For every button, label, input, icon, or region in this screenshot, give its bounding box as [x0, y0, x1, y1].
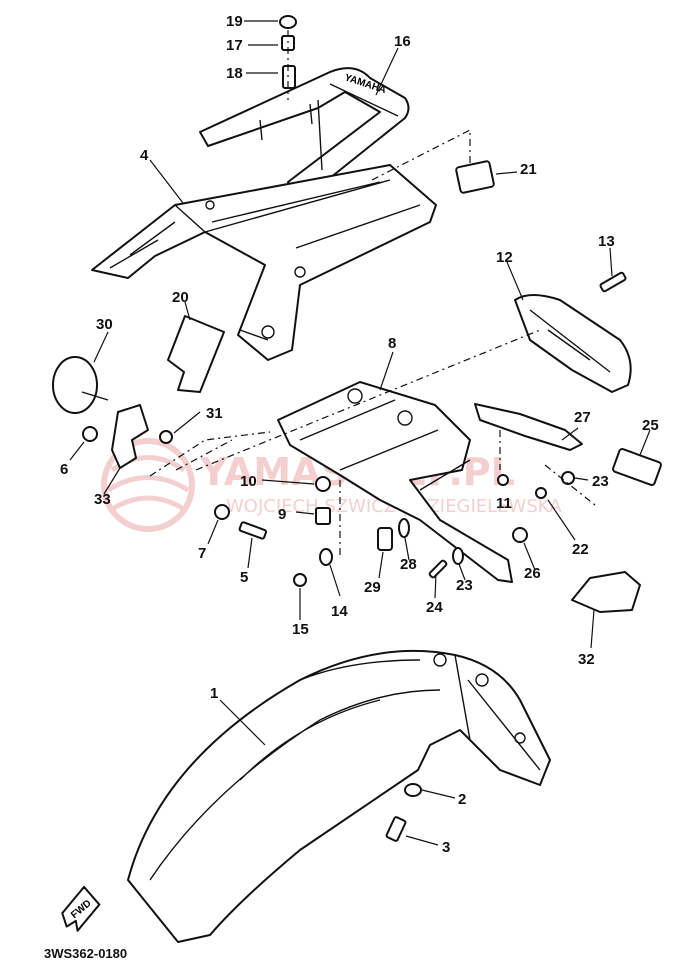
callout-15: 15 [292, 621, 309, 638]
callout-6: 6 [60, 461, 68, 478]
callout-14: 14 [331, 603, 348, 620]
callout-30: 30 [96, 316, 113, 333]
part-32-bracket [571, 571, 641, 613]
callout-19: 19 [226, 13, 243, 30]
part-30-reflector [52, 356, 98, 414]
part-33-bracket [111, 404, 149, 469]
callout-10: 10 [240, 473, 257, 490]
callout-17: 17 [226, 37, 243, 54]
callout-21: 21 [520, 161, 537, 178]
part-25-reflector [612, 448, 662, 486]
fwd-arrow: FWD [61, 885, 101, 932]
drawing-code: 3WS362-0180 [44, 946, 127, 961]
callout-28: 28 [400, 556, 417, 573]
part-21-block [455, 160, 495, 194]
callout-12: 12 [496, 249, 513, 266]
callout-32: 32 [578, 651, 595, 668]
part-27-license-bracket [474, 403, 583, 451]
callout-2: 2 [458, 791, 466, 808]
callout-27: 27 [574, 409, 591, 426]
callouts: 1 2 3 4 5 6 7 8 9 10 11 12 13 14 15 16 1… [60, 13, 659, 856]
callout-1: 1 [210, 685, 218, 702]
callout-9: 9 [278, 506, 286, 523]
part-8-fender-bracket [277, 381, 513, 583]
assembly-lines [149, 30, 596, 555]
callout-24: 24 [426, 599, 443, 616]
callout-31: 31 [206, 405, 223, 422]
callout-25: 25 [642, 417, 659, 434]
callout-16: 16 [394, 33, 411, 50]
part-1-rear-fender [127, 649, 551, 943]
callout-8: 8 [388, 335, 396, 352]
callout-5: 5 [240, 569, 248, 586]
callout-3: 3 [442, 839, 450, 856]
callout-26: 26 [524, 565, 541, 582]
callout-4: 4 [140, 147, 149, 164]
part-20-cover [167, 315, 225, 393]
callout-13: 13 [598, 233, 615, 250]
part-12-tail-light [514, 294, 632, 393]
callout-18: 18 [226, 65, 243, 82]
leader-lines [69, 20, 651, 846]
hardware [82, 15, 627, 842]
callout-23b: 23 [456, 577, 473, 594]
callout-29: 29 [364, 579, 381, 596]
callout-23a: 23 [592, 473, 609, 490]
callout-11: 11 [496, 495, 512, 512]
callout-22: 22 [572, 541, 589, 558]
callout-33: 33 [94, 491, 111, 508]
callout-7: 7 [198, 545, 206, 562]
callout-20: 20 [172, 289, 189, 306]
part-4-tail-cowl [91, 164, 437, 361]
